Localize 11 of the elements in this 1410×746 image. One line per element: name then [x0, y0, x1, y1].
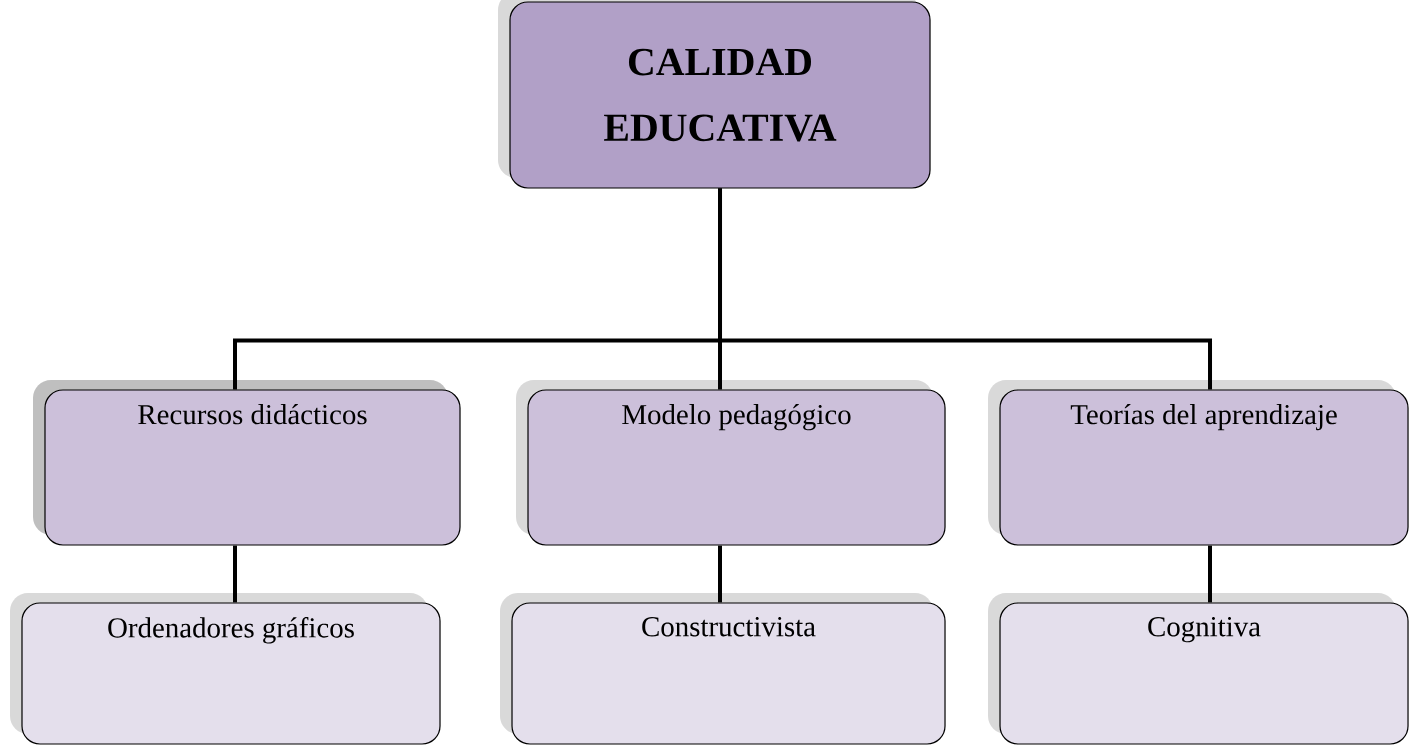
- process-box: Modelo pedagógico: [516, 380, 946, 546]
- process-box: Cognitiva: [988, 593, 1409, 745]
- connector-line: [233, 545, 237, 603]
- process-box: Constructivista: [500, 593, 946, 745]
- process-box: Teorías del aprendizaje: [988, 380, 1409, 546]
- connector-line: [1208, 545, 1212, 603]
- process-box: Recursos didácticos: [33, 380, 461, 546]
- process-box: CALIDAD EDUCATIVA: [498, 0, 931, 189]
- connector-line: [718, 188, 1212, 390]
- connector-line: [718, 545, 722, 603]
- process-box: Ordenadores gráficos: [10, 593, 441, 745]
